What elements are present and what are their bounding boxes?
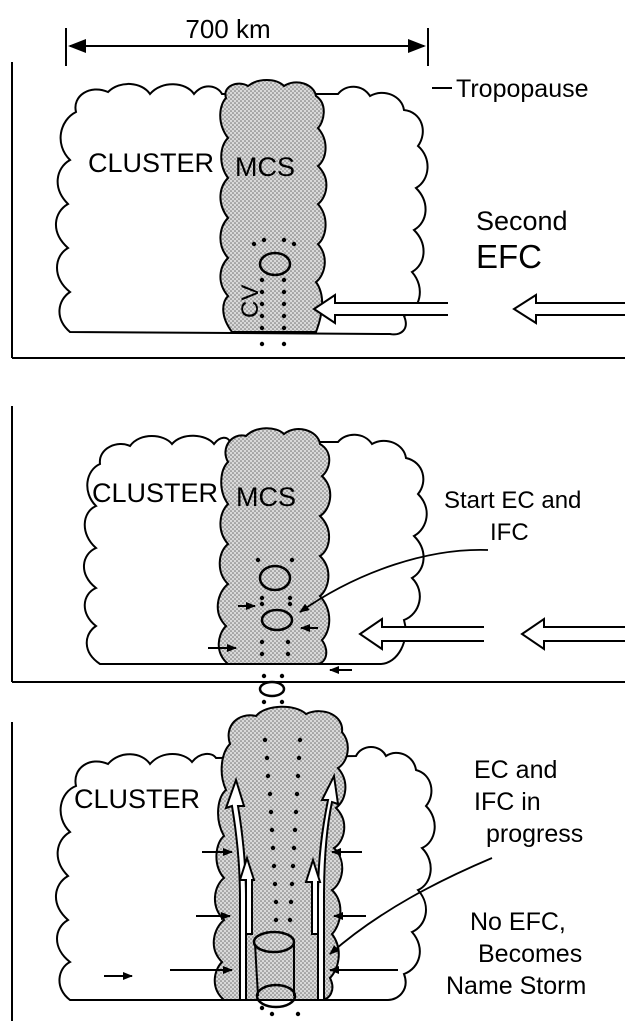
panel-1-mcs-label: MCS bbox=[235, 152, 295, 182]
panel-3-cluster-label: CLUSTER bbox=[74, 784, 200, 814]
panel-3-updraft-arrows bbox=[224, 772, 340, 1001]
panel-2-mcs-label: MCS bbox=[236, 482, 296, 512]
panel-3-annotation-line-1: EC and bbox=[474, 756, 557, 784]
panel-2-pointer bbox=[299, 549, 489, 613]
panel-1-dots bbox=[251, 237, 297, 347]
panel-1-cv-label: CV bbox=[237, 285, 264, 318]
panel-1-inflow-arrow-outer bbox=[512, 293, 625, 325]
scale-label: 700 km bbox=[185, 14, 270, 44]
panel-2-dots bbox=[255, 557, 295, 705]
panel-3-convergence-arrows bbox=[104, 848, 398, 980]
panel-1-inflow-arrow-inner bbox=[312, 293, 448, 325]
panel-2-cluster-label: CLUSTER bbox=[92, 478, 218, 508]
panel-3-lower-vortex-top bbox=[252, 930, 296, 954]
panel-3-storm-column bbox=[212, 705, 349, 1001]
panel-3-annotation-2: No EFC, Becomes Name Storm bbox=[446, 908, 589, 1000]
scale-bar: 700 km bbox=[65, 14, 429, 66]
panel-2-inflow-arrow-outer bbox=[520, 617, 625, 651]
panel-2-convergence-arrows bbox=[208, 602, 352, 674]
panel-2-upper-vortex bbox=[258, 564, 292, 592]
panel-3: CLUSTER bbox=[11, 705, 589, 1021]
panel-3-vortex-side-left bbox=[254, 943, 259, 997]
panel-2-inflow-arrow-inner bbox=[358, 617, 484, 651]
panel-1-vortex bbox=[258, 251, 292, 277]
panel-3-annotation-2-line-1: No EFC, bbox=[470, 908, 566, 936]
panel-3-annotation-line-3: progress bbox=[486, 820, 583, 848]
panel-2-surface-vortex bbox=[258, 680, 286, 698]
panel-1-annotation-line-1: Second bbox=[476, 206, 568, 236]
panel-3-dotted-tube bbox=[259, 737, 303, 1017]
panel-2-annotation-line-2: IFC bbox=[490, 519, 529, 546]
tropopause-label: Tropopause bbox=[456, 75, 589, 103]
panel-2-middle-vortex bbox=[260, 608, 294, 632]
panel-2: CLUSTER MCS Start EC and IFC bbox=[11, 406, 625, 705]
panel-2-annotation: Start EC and IFC bbox=[444, 487, 588, 546]
panel-2-annotation-line-1: Start EC and bbox=[444, 487, 581, 514]
panel-1: CLUSTER MCS CV Tropopause Second EFC bbox=[11, 62, 625, 359]
panel-1-annotation: Second EFC bbox=[476, 206, 575, 275]
panel-3-annotation-2-line-2: Becomes bbox=[478, 940, 582, 968]
panel-3-annotation-line-2: IFC in bbox=[474, 788, 541, 816]
panel-1-annotation-line-2: EFC bbox=[476, 238, 542, 275]
panel-3-pointer-1 bbox=[329, 857, 493, 955]
panel-1-mcs-column bbox=[219, 79, 328, 333]
panel-1-cluster-label: CLUSTER bbox=[88, 148, 214, 178]
panel-3-annotation: EC and IFC in progress bbox=[474, 756, 583, 848]
panel-3-annotation-2-line-3: Name Storm bbox=[446, 972, 586, 1000]
